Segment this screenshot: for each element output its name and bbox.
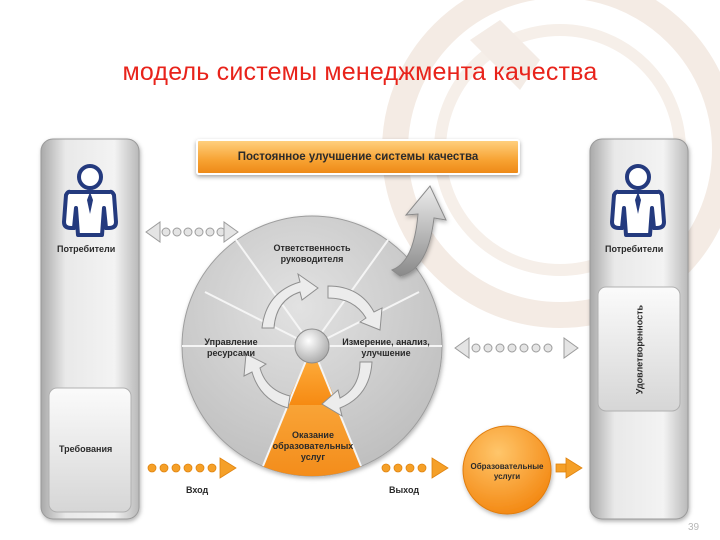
left-panel	[40, 138, 140, 520]
customer-person-icon	[610, 164, 666, 237]
customer-person-icon	[62, 164, 118, 237]
output-flow-arrow	[381, 457, 449, 479]
cycle-arrow	[261, 272, 319, 329]
result-label: Образовательные услуги	[470, 462, 544, 481]
top-sector-label: Ответственность руководителя	[273, 243, 351, 264]
left-exchange-arrow	[145, 221, 239, 243]
right-exchange-arrow	[454, 337, 579, 359]
left-sector-label: Управление ресурсами	[204, 337, 258, 358]
requirements-label: Требования	[59, 444, 113, 454]
bottom-sector-label: Оказание образовательных услуг	[272, 430, 354, 462]
final-flow-arrow	[555, 457, 583, 479]
input-flow-arrow	[147, 457, 237, 479]
left-customers-label: Потребители	[57, 244, 116, 254]
page-number: 39	[688, 522, 700, 533]
wheel-hub	[294, 328, 330, 364]
right-customers-label: Потребители	[605, 244, 664, 254]
cycle-arrow	[321, 361, 373, 418]
input-label: Вход	[186, 485, 209, 495]
right-sector-label: Измерение, анализ, улучшение	[342, 337, 430, 358]
continuous-improvement-banner: Постоянное улучшение системы качества	[196, 139, 520, 175]
output-label: Выход	[389, 485, 420, 495]
result-circle	[462, 425, 552, 515]
improvement-arrow	[390, 185, 447, 277]
satisfaction-label: Удовлетворенность	[634, 304, 645, 395]
banner-text: Постоянное улучшение системы качества	[237, 151, 479, 163]
process-wheel	[181, 215, 443, 477]
right-panel	[589, 138, 689, 520]
cycle-arrow	[327, 285, 383, 331]
cycle-arrow	[243, 353, 291, 409]
slide-title: модель системы менеджмента качества	[122, 58, 598, 86]
bottom-sector-highlight	[263, 346, 361, 477]
